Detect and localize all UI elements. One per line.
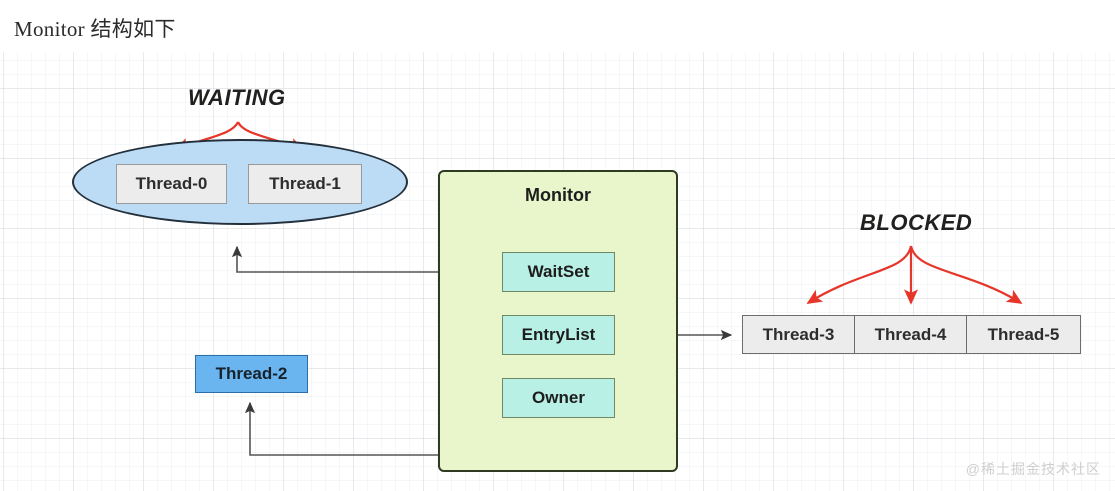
watermark: @稀土掘金技术社区: [965, 461, 1101, 477]
blocked-arrow-group: [806, 245, 1023, 305]
state-label-waiting: WAITING: [188, 85, 286, 110]
waitset-to-waiting-connector: [231, 245, 502, 273]
thread-box-3[interactable]: Thread-3: [742, 315, 855, 354]
monitor-field-waitset[interactable]: WaitSet: [502, 252, 615, 292]
thread-box-5[interactable]: Thread-5: [966, 315, 1081, 354]
header-background: [0, 0, 1115, 52]
thread-box-2[interactable]: Thread-2: [195, 355, 308, 393]
thread-box-4[interactable]: Thread-4: [854, 315, 967, 354]
state-label-blocked: BLOCKED: [860, 210, 973, 235]
thread-box-1[interactable]: Thread-1: [248, 164, 362, 204]
monitor-field-owner[interactable]: Owner: [502, 378, 615, 418]
monitor-field-entrylist[interactable]: EntryList: [502, 315, 615, 355]
thread-box-0[interactable]: Thread-0: [116, 164, 227, 204]
monitor-title: Monitor: [525, 185, 591, 205]
page-title: Monitor 结构如下: [14, 17, 176, 41]
